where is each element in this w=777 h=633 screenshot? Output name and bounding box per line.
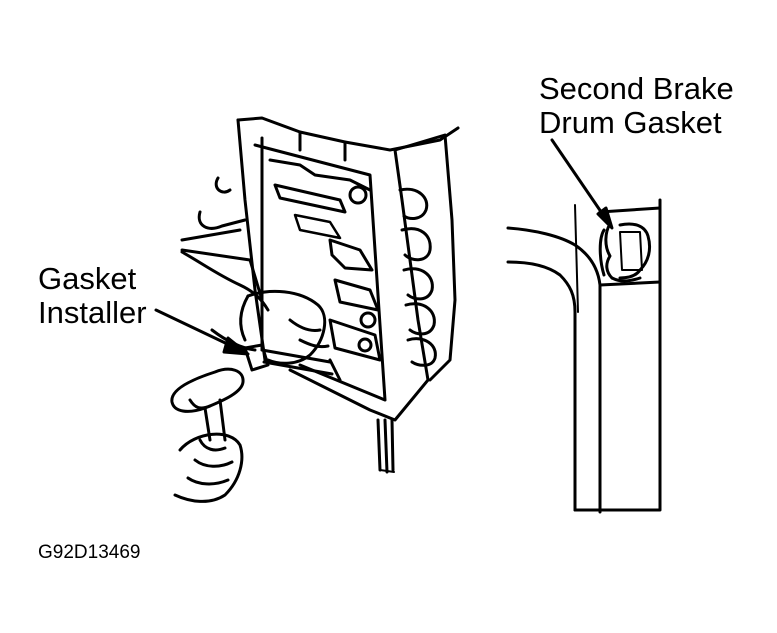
label-gasket-line2: Installer: [38, 295, 147, 330]
leader-line-second-brake-gasket: [550, 138, 614, 230]
label-second-brake-line2: Drum Gasket: [539, 105, 722, 140]
figure-code: G92D13469: [38, 542, 141, 563]
cross-section: [506, 198, 662, 514]
drum-gasket-section: [598, 222, 652, 283]
gasket-installer-tool: [243, 343, 342, 382]
label-second-brake-line1: Second Brake: [539, 71, 734, 106]
hammer: [170, 367, 245, 442]
support-fixture: [180, 176, 264, 302]
transmission-case: [236, 116, 460, 474]
hand-holding-hammer: [173, 432, 244, 503]
label-gasket-line1: Gasket: [38, 261, 137, 296]
leader-line-gasket-installer: [154, 308, 250, 356]
